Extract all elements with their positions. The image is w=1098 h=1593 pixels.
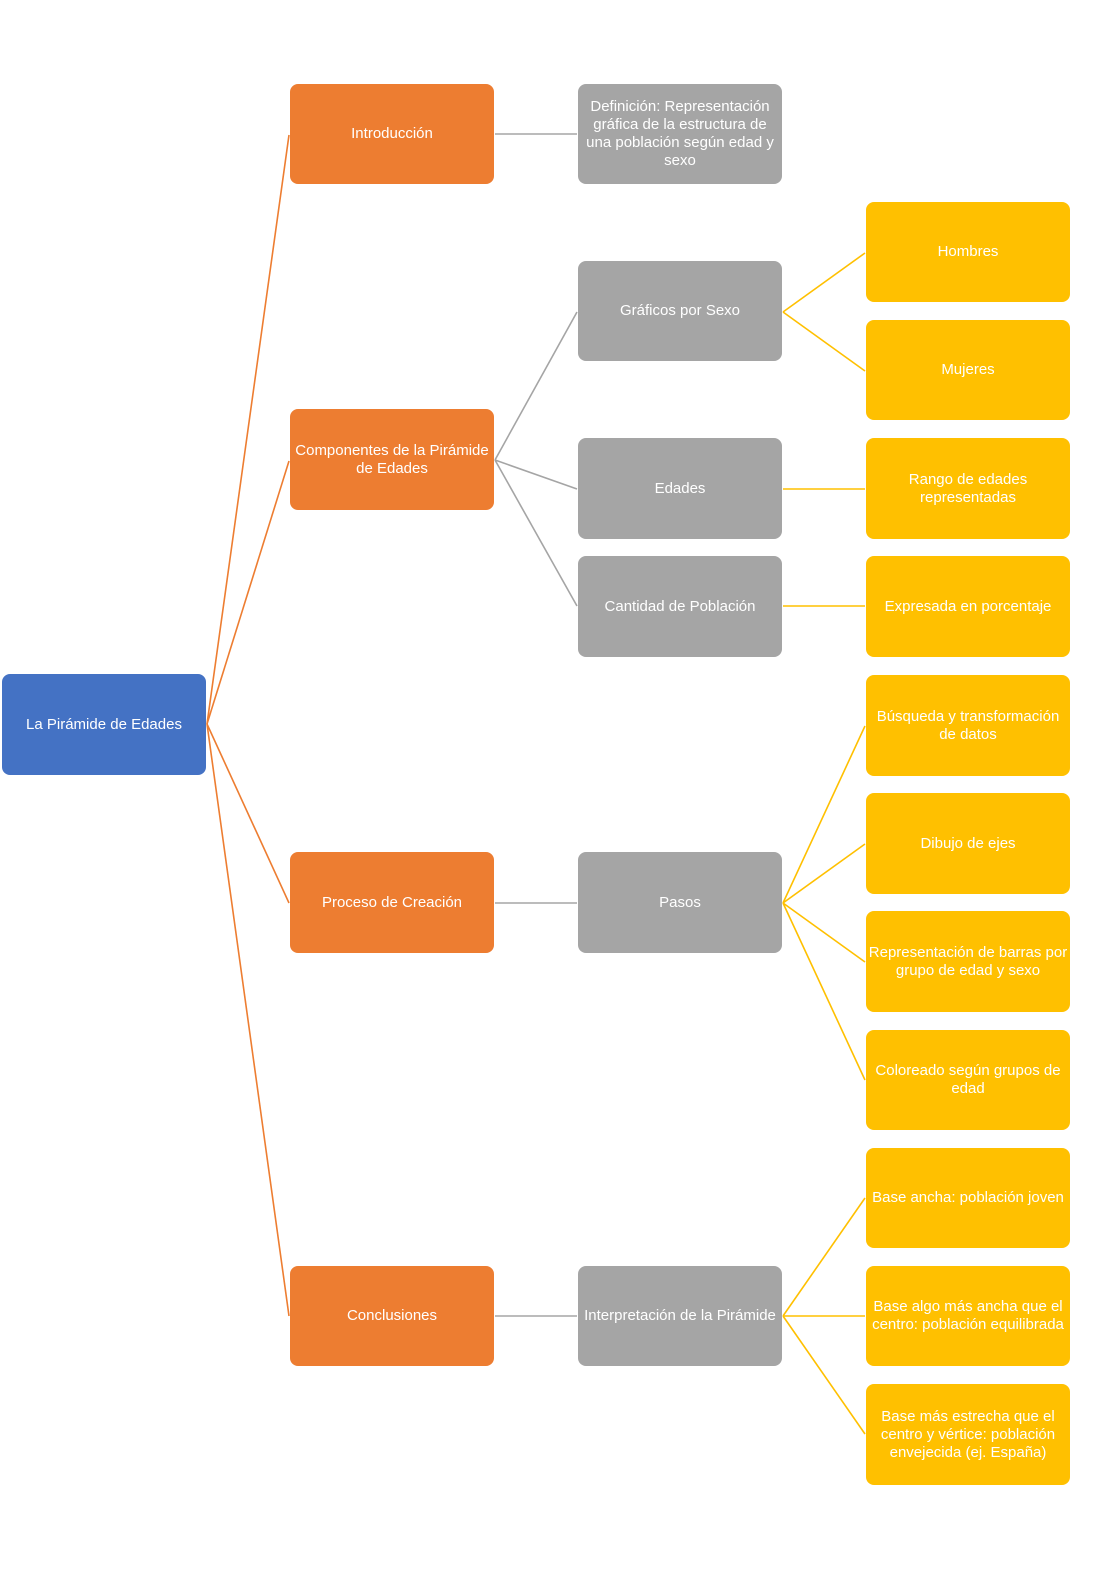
- connector-bysex-women: [782, 311, 866, 372]
- node-dibujo-ejes: Dibujo de ejes: [866, 793, 1070, 894]
- node-conclusiones: Conclusiones: [290, 1266, 494, 1366]
- node-base-estrecha-label: Base más estrecha que el centro y vértic…: [880, 1407, 1056, 1461]
- node-base-estrecha: Base más estrecha que el centro y vértic…: [866, 1384, 1070, 1485]
- node-introduccion: Introducción: [290, 84, 494, 184]
- node-base-ancha: Base ancha: población joven: [866, 1148, 1070, 1248]
- node-graficos-sexo-label: Gráficos por Sexo: [619, 302, 741, 319]
- node-componentes-label: Componentes de la Pirámide de Edades: [295, 441, 489, 477]
- connector-interp-narrow: [782, 1315, 866, 1435]
- root-label: La Pirámide de Edades: [26, 715, 182, 733]
- node-mujeres-label: Mujeres: [941, 361, 995, 378]
- node-rango-edades-label: Rango de edades representadas: [908, 470, 1028, 506]
- node-barras: Representación de barras por grupo de ed…: [866, 911, 1070, 1012]
- node-base-ancha-label: Base ancha: población joven: [872, 1189, 1064, 1206]
- level2-connectors: [782, 252, 866, 1435]
- node-hombres: Hombres: [866, 202, 1070, 302]
- connector-interp-wide: [782, 1197, 866, 1317]
- node-componentes: Componentes de la Pirámide de Edades: [290, 409, 494, 510]
- node-busqueda: Búsqueda y transformación de datos: [866, 675, 1070, 776]
- node-hombres-label: Hombres: [937, 243, 999, 260]
- node-pasos: Pasos: [578, 852, 782, 953]
- connector-bysex-men: [782, 252, 866, 313]
- connector-root-components: [206, 460, 290, 725]
- node-pasos-label: Pasos: [659, 893, 701, 911]
- node-base-equilibrada: Base algo más ancha que el centro: pobla…: [866, 1266, 1070, 1366]
- root-node: La Pirámide de Edades: [2, 674, 206, 775]
- node-busqueda-label: Búsqueda y transformación de datos: [876, 707, 1060, 743]
- connector-components-population: [494, 459, 578, 607]
- node-interpretacion: Interpretación de la Pirámide: [578, 1266, 782, 1366]
- connector-root-process: [206, 723, 290, 904]
- level1-connectors: [494, 133, 578, 1317]
- node-cantidad-poblacion: Cantidad de Población: [578, 556, 782, 657]
- connector-root-conclusions: [206, 723, 290, 1317]
- node-conclusiones-label: Conclusiones: [346, 1307, 438, 1324]
- node-porcentaje-label: Expresada en porcentaje: [884, 597, 1052, 615]
- node-interpretacion-label: Interpretación de la Pirámide: [584, 1307, 776, 1324]
- node-edades: Edades: [578, 438, 782, 539]
- root-connectors: [206, 134, 290, 1317]
- connector-root-intro: [206, 134, 290, 725]
- node-mujeres: Mujeres: [866, 320, 1070, 420]
- node-rango-edades: Rango de edades representadas: [866, 438, 1070, 539]
- connector-steps-coloring: [782, 902, 866, 1081]
- node-dibujo-ejes-label: Dibujo de ejes: [920, 834, 1016, 852]
- node-coloreado-label: Coloreado según grupos de edad: [875, 1062, 1061, 1097]
- node-proceso: Proceso de Creación: [290, 852, 494, 953]
- node-edades-label: Edades: [654, 479, 706, 497]
- node-cantidad-poblacion-label: Cantidad de Población: [604, 597, 756, 615]
- node-definicion: Definición: Representación gráfica de la…: [578, 84, 782, 184]
- connector-steps-bars: [782, 902, 866, 963]
- connector-steps-search: [782, 725, 866, 904]
- node-proceso-label: Proceso de Creación: [321, 893, 463, 911]
- node-definicion-label: Definición: Representación gráfica de la…: [586, 98, 774, 169]
- node-graficos-sexo: Gráficos por Sexo: [578, 261, 782, 361]
- node-introduccion-label: Introducción: [351, 125, 433, 142]
- connector-components-ages: [494, 459, 578, 490]
- node-coloreado: Coloreado según grupos de edad: [866, 1030, 1070, 1130]
- node-porcentaje: Expresada en porcentaje: [866, 556, 1070, 657]
- connector-components-bysex: [494, 311, 578, 461]
- connector-steps-axes: [782, 843, 866, 904]
- node-base-equilibrada-label: Base algo más ancha que el centro: pobla…: [872, 1298, 1064, 1333]
- node-barras-label: Representación de barras por grupo de ed…: [868, 943, 1068, 979]
